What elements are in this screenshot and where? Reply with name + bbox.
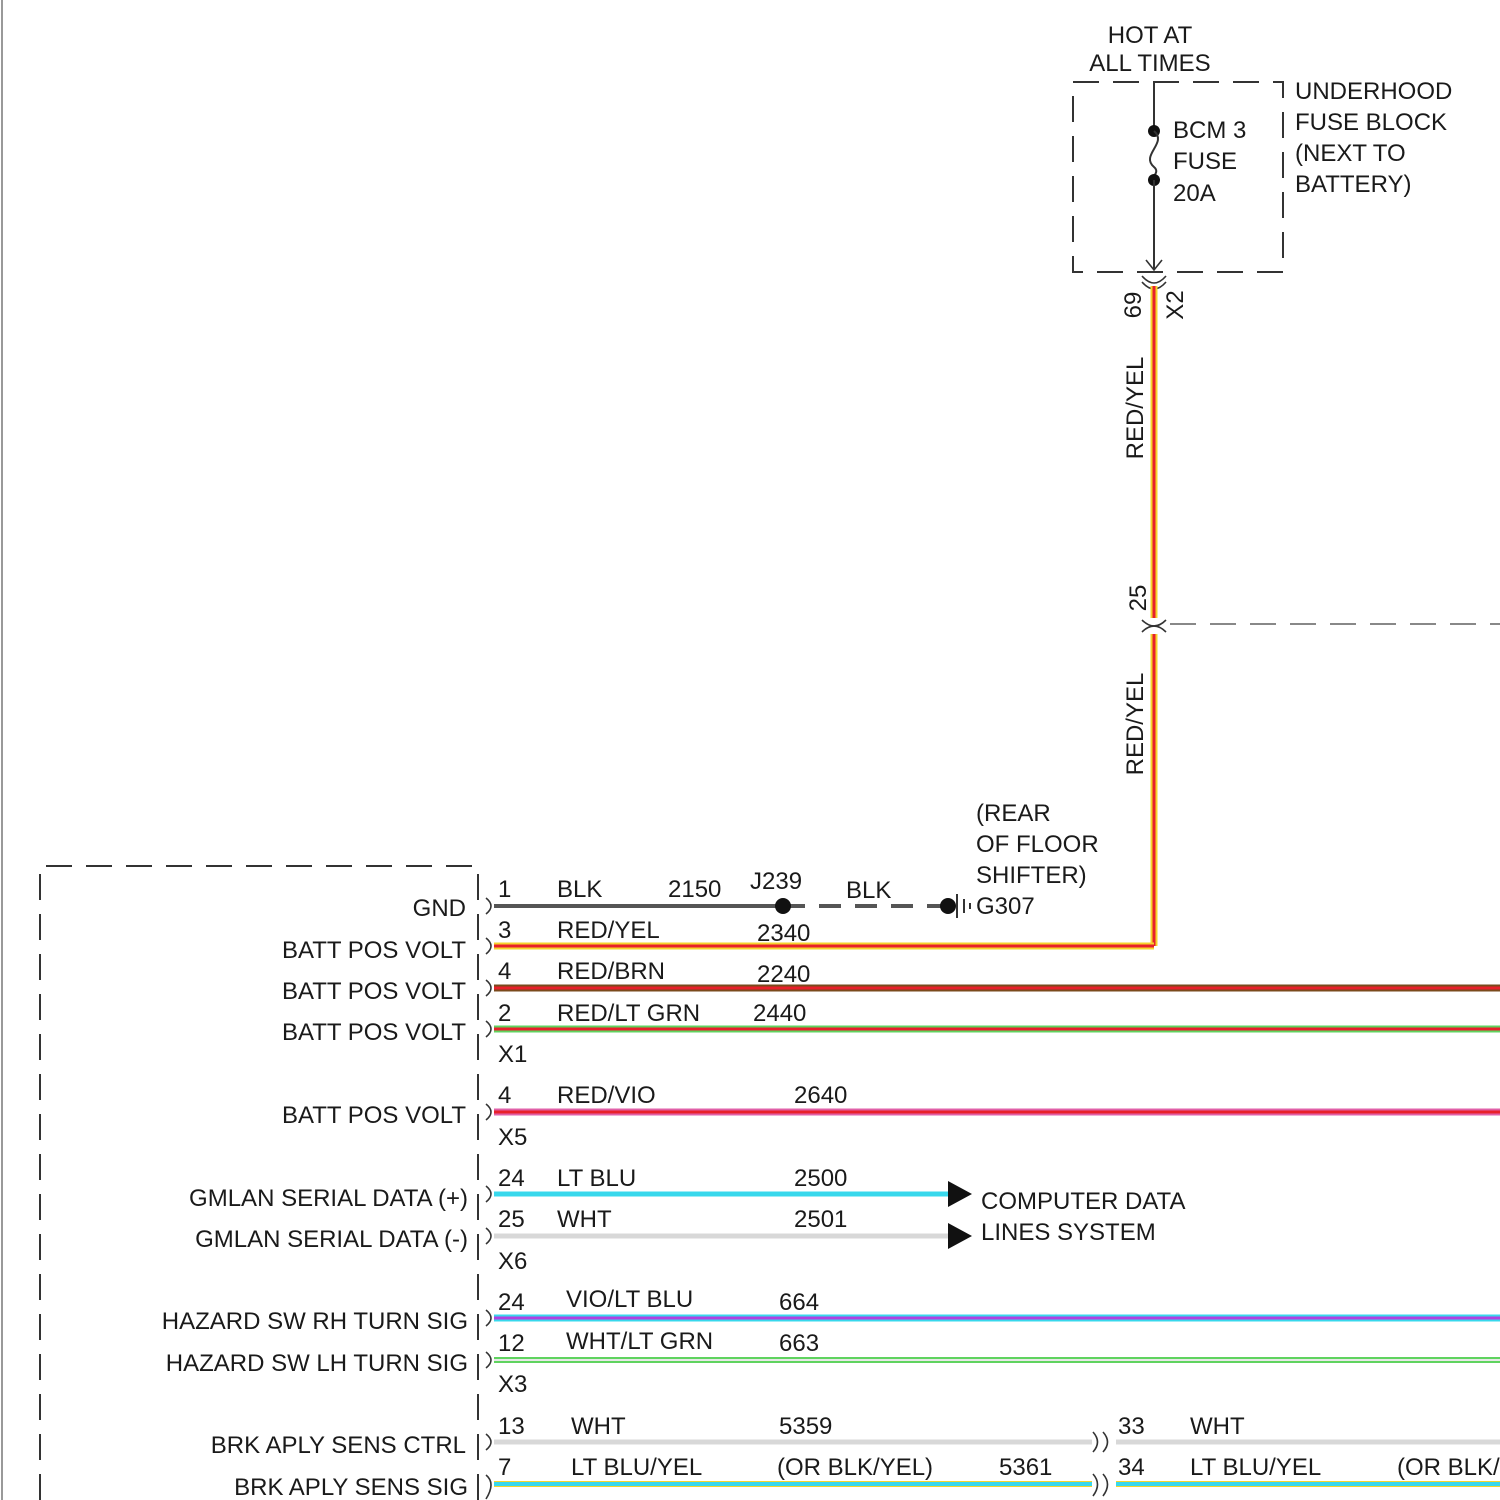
circuit-number: 5361 bbox=[999, 1454, 1052, 1481]
fuse-word: FUSE bbox=[1173, 148, 1237, 175]
pin-number: 24 bbox=[498, 1289, 525, 1316]
connector-x2-pin-69-icon bbox=[1142, 276, 1166, 283]
wire-color-upper: RED/YEL bbox=[1122, 357, 1149, 460]
signal-hazard-lh: HAZARD SW LH TURN SIG bbox=[166, 1350, 468, 1377]
wire-color-label: LT BLU/YEL bbox=[1190, 1454, 1321, 1481]
circuit-number: 663 bbox=[779, 1330, 819, 1357]
pin-number: 12 bbox=[498, 1330, 525, 1357]
pin-25-label: 25 bbox=[1125, 585, 1152, 612]
circuit-number: 2500 bbox=[794, 1165, 847, 1192]
connector-x3: X3 bbox=[498, 1371, 527, 1398]
pin-number: 3 bbox=[498, 917, 511, 944]
signal-batt-2: BATT POS VOLT bbox=[282, 978, 466, 1005]
signal-batt-4: BATT POS VOLT bbox=[282, 1102, 466, 1129]
circuit-number: 2501 bbox=[794, 1206, 847, 1233]
connector-x5: X5 bbox=[498, 1124, 527, 1151]
ground-labels: (REAR OF FLOOR SHIFTER) G307 J239 BLK bbox=[750, 800, 1099, 920]
signal-gmlan-pos: GMLAN SERIAL DATA (+) bbox=[189, 1185, 468, 1212]
signal-batt-3: BATT POS VOLT bbox=[282, 1019, 466, 1046]
wire-labels: 1 BLK 2150 3 RED/YEL 2340 4 RED/BRN 2240… bbox=[498, 876, 1500, 1481]
wire-color-label: WHT bbox=[571, 1413, 626, 1440]
signal-batt-1: BATT POS VOLT bbox=[282, 937, 466, 964]
signal-gnd: GND bbox=[413, 895, 466, 922]
pin-number: 25 bbox=[498, 1206, 525, 1233]
pin-number: 24 bbox=[498, 1165, 525, 1192]
fuse-block-label-1: UNDERHOOD bbox=[1295, 78, 1452, 105]
signal-gmlan-neg: GMLAN SERIAL DATA (-) bbox=[195, 1226, 468, 1253]
vertical-red-yel-wire: RED/YEL RED/YEL bbox=[1122, 286, 1154, 946]
ground-terminal-dot bbox=[940, 898, 956, 914]
data-lines-label-1: COMPUTER DATA bbox=[981, 1188, 1185, 1215]
data-lines-label-2: LINES SYSTEM bbox=[981, 1219, 1156, 1246]
arrow-right-icon bbox=[948, 1181, 972, 1207]
ground-note-1: (REAR bbox=[976, 800, 1051, 827]
underhood-fuse-block: HOT AT ALL TIMES BCM 3 FUSE 20A UNDERHOO… bbox=[1073, 22, 1452, 320]
pin-number: 33 bbox=[1118, 1413, 1145, 1440]
fuse-block-outline bbox=[1073, 82, 1283, 272]
ground-note-2: OF FLOOR bbox=[976, 831, 1099, 858]
ground-id: G307 bbox=[976, 893, 1035, 920]
pin-number: 13 bbox=[498, 1413, 525, 1440]
fuse-symbol-icon bbox=[1150, 131, 1158, 179]
pin-number: 1 bbox=[498, 876, 511, 903]
pin-number: 34 bbox=[1118, 1454, 1145, 1481]
circuit-number: 5359 bbox=[779, 1413, 832, 1440]
pin-number: 4 bbox=[498, 1082, 511, 1109]
splice-id: J239 bbox=[750, 868, 802, 895]
circuit-number: 664 bbox=[779, 1289, 819, 1316]
wire-color-lower: RED/YEL bbox=[1122, 673, 1149, 776]
connector-x6: X6 bbox=[498, 1248, 527, 1275]
ground-note-3: SHIFTER) bbox=[976, 862, 1087, 889]
circuit-number: 2150 bbox=[668, 876, 721, 903]
connector-x2-label: X2 bbox=[1162, 290, 1189, 319]
fuse-name: BCM 3 bbox=[1173, 117, 1246, 144]
signal-brk-sig: BRK APLY SENS SIG bbox=[234, 1474, 468, 1500]
wire-color-label: BLK bbox=[557, 876, 602, 903]
inline-connector-icon bbox=[1093, 1474, 1098, 1496]
inline-connector-icon bbox=[1093, 1432, 1098, 1452]
circuit-alt-color: (OR BLK/ bbox=[1397, 1454, 1500, 1481]
wire-color-label: RED/YEL bbox=[557, 917, 660, 944]
circuit-number: 2440 bbox=[753, 1000, 806, 1027]
signal-hazard-rh: HAZARD SW RH TURN SIG bbox=[162, 1308, 468, 1335]
module-signal-labels: GND BATT POS VOLT BATT POS VOLT BATT POS… bbox=[162, 895, 468, 1500]
circuit-alt-color: (OR BLK/YEL) bbox=[777, 1454, 933, 1481]
wire-color-label: VIO/LT BLU bbox=[566, 1286, 693, 1313]
arrow-right-icon bbox=[948, 1223, 972, 1249]
connector-brackets bbox=[486, 898, 491, 1499]
fuse-rating: 20A bbox=[1173, 180, 1216, 207]
connector-x1: X1 bbox=[498, 1041, 527, 1068]
inline-connector-pin-25: 25 bbox=[1125, 585, 1500, 634]
splice-j239-dot bbox=[775, 898, 791, 914]
pin-number: 7 bbox=[498, 1454, 511, 1481]
data-lines-reference: COMPUTER DATA LINES SYSTEM bbox=[981, 1188, 1185, 1246]
pin-number: 2 bbox=[498, 1000, 511, 1027]
signal-brk-ctrl: BRK APLY SENS CTRL bbox=[211, 1432, 466, 1459]
wire-color-label: WHT bbox=[1190, 1413, 1245, 1440]
wire-brk-ctrl-wht bbox=[494, 1432, 1500, 1452]
circuit-number: 2240 bbox=[757, 961, 810, 988]
wire-color-label: RED/BRN bbox=[557, 958, 665, 985]
wire-color-label: WHT bbox=[557, 1206, 612, 1233]
power-label-line-2: ALL TIMES bbox=[1089, 50, 1210, 77]
wire-color-label: WHT/LT GRN bbox=[566, 1328, 713, 1355]
circuit-number: 2340 bbox=[757, 920, 810, 947]
wire-color-label: LT BLU bbox=[557, 1165, 636, 1192]
power-label-line-1: HOT AT bbox=[1108, 22, 1193, 49]
wire-color-label: RED/LT GRN bbox=[557, 1000, 700, 1027]
wire-color-label: LT BLU/YEL bbox=[571, 1454, 702, 1481]
fuse-block-label-3: (NEXT TO bbox=[1295, 140, 1406, 167]
circuit-number: 2640 bbox=[794, 1082, 847, 1109]
fuse-block-label-2: FUSE BLOCK bbox=[1295, 109, 1447, 136]
wire-color-label: RED/VIO bbox=[557, 1082, 656, 1109]
splice-wire-color: BLK bbox=[846, 877, 891, 904]
pin-number: 4 bbox=[498, 958, 511, 985]
pin-69-label: 69 bbox=[1120, 292, 1147, 319]
fuse-block-label-4: BATTERY) bbox=[1295, 171, 1411, 198]
